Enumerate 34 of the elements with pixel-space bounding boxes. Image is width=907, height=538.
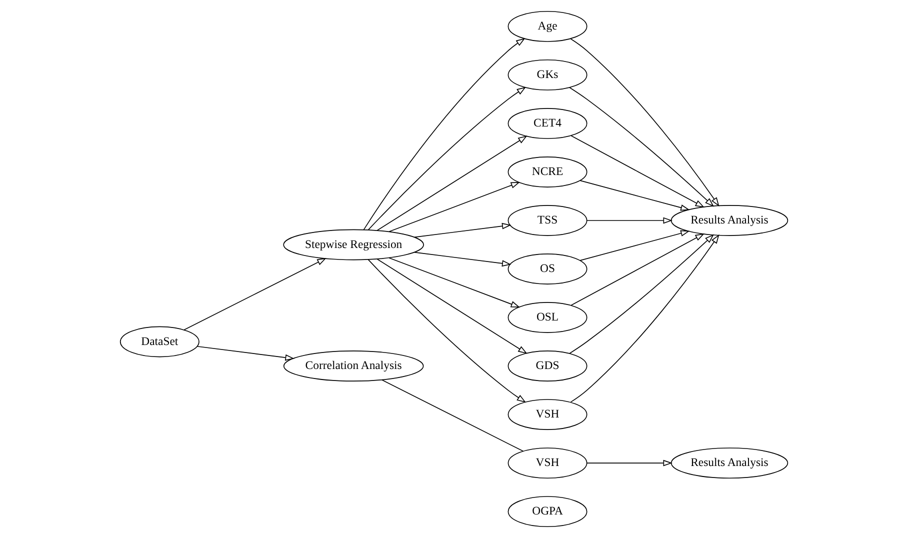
node-ellipse: GKs (507, 59, 587, 90)
arrow (570, 234, 719, 402)
node-ellipse: DataSet (119, 326, 199, 358)
arrow (362, 38, 525, 230)
node-ellipse: OS (507, 254, 587, 284)
node-ellipse: CET4 (507, 108, 587, 139)
arrow (579, 230, 690, 261)
arrow (196, 346, 294, 361)
arrow (388, 257, 520, 308)
arrow (570, 135, 704, 208)
arrow (367, 86, 526, 230)
arrow (568, 234, 714, 354)
arrow (586, 217, 672, 224)
arrow (586, 460, 672, 466)
node-ellipse: Results Analysis (670, 448, 788, 479)
node-ellipse: Age (507, 10, 587, 42)
node-ellipse: OGPA (507, 496, 587, 528)
arrow (183, 258, 326, 330)
arrow (388, 182, 520, 232)
arrow (367, 259, 526, 403)
arrow (568, 87, 714, 207)
node-ellipse: VSH (507, 448, 587, 479)
node-ellipse: TSS (507, 205, 587, 236)
arrow (376, 258, 527, 354)
node-ellipse: GDS (507, 350, 587, 382)
node-ellipse: Stepwise Regression (282, 229, 424, 260)
arrow (414, 222, 511, 238)
node-ellipse: VSH (507, 399, 587, 430)
arrow (570, 233, 704, 306)
arrow (570, 38, 719, 207)
arrow (376, 136, 527, 231)
arrow (579, 180, 690, 211)
connector (381, 380, 524, 452)
arrow (414, 252, 511, 267)
